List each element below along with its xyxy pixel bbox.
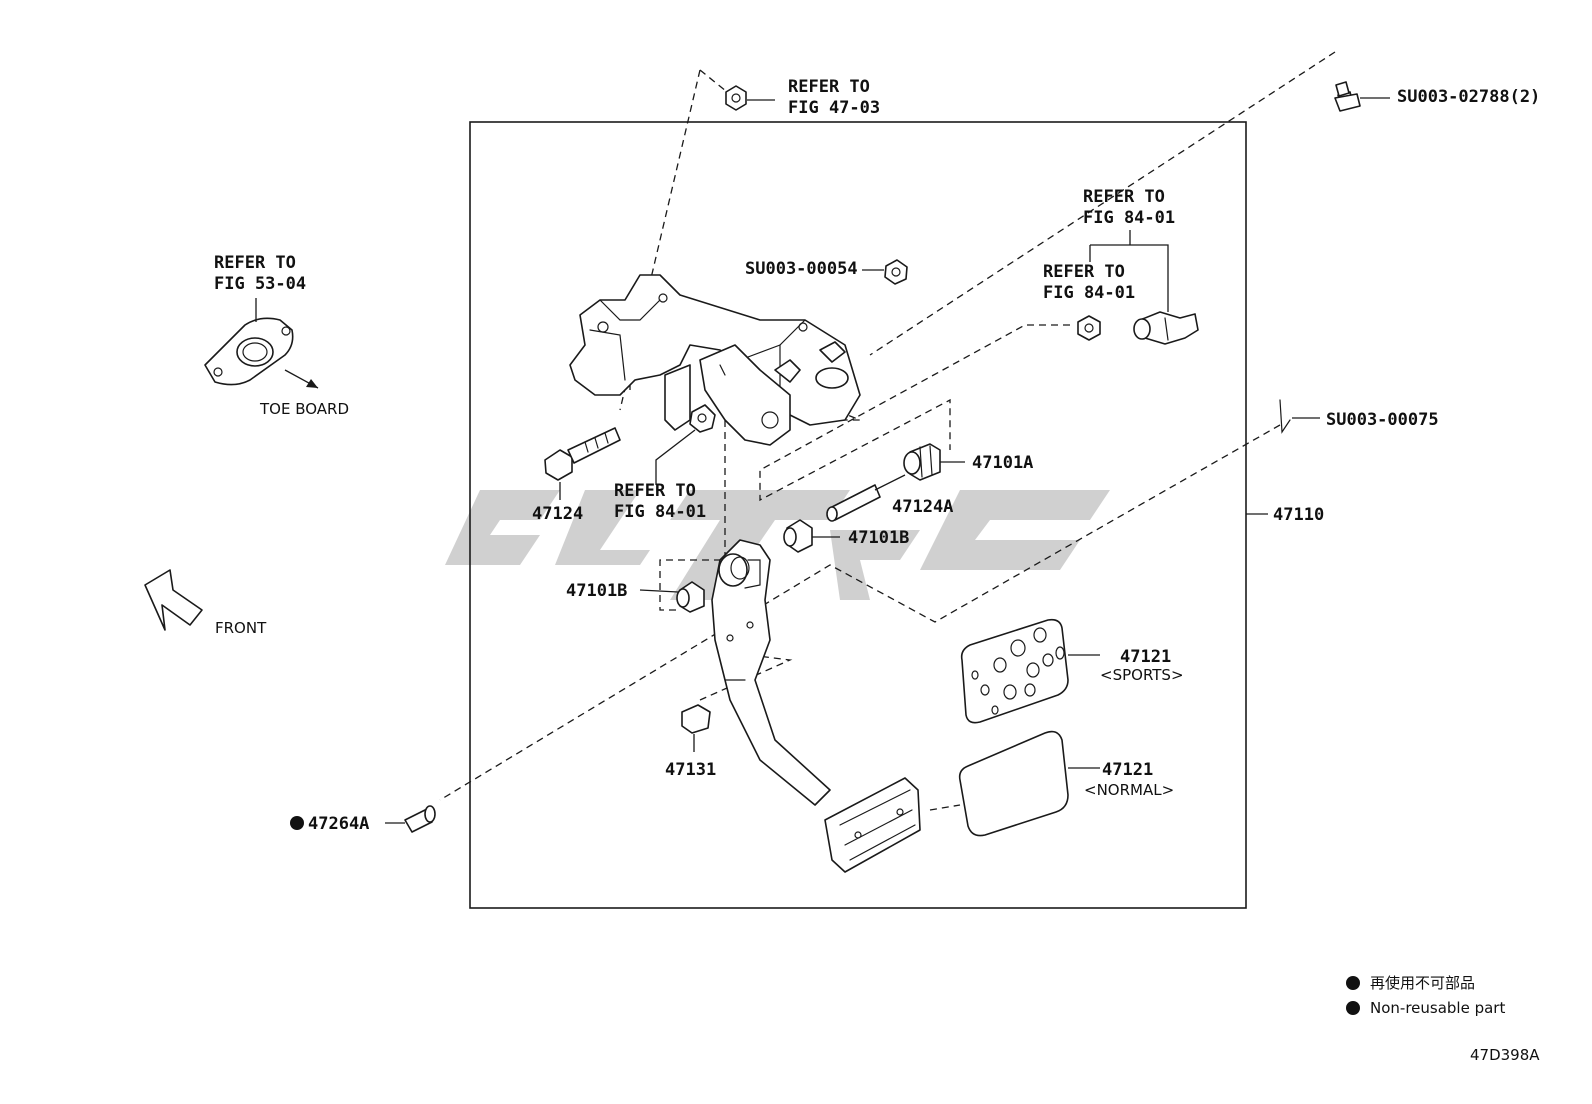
dashed-leaders	[439, 51, 1336, 831]
normal-variant-label: <NORMAL>	[1084, 781, 1174, 799]
watermark-logo	[445, 490, 1110, 600]
part-47101A-label: 47101A	[972, 453, 1033, 473]
clip-su003-00075-part	[1279, 399, 1320, 434]
part-47121-normal-label: 47121	[1102, 760, 1153, 780]
bushing-47101B-left-part	[639, 581, 705, 613]
refer-84-01-bracket-line1: REFER TO	[1043, 262, 1125, 282]
part-47124A-label: 47124A	[892, 497, 953, 517]
assembly-boundary	[469, 121, 1247, 909]
refer-47-03-line1: REFER TO	[788, 77, 870, 97]
refer-84-01-mid-line2: FIG 84-01	[614, 502, 706, 522]
nut-su003-00054-part	[862, 259, 908, 285]
part-47131-label: 47131	[665, 760, 716, 780]
toe-board-gasket-part	[204, 298, 319, 389]
bushing-47101B-right-part	[783, 519, 840, 553]
legend-dot-jp-icon	[1346, 976, 1360, 990]
part-47101B-right-label: 47101B	[848, 528, 909, 548]
front-label: FRONT	[215, 619, 267, 637]
nut-84-01-part	[1077, 315, 1101, 341]
labels: REFER TO FIG 47-03 REFER TO FIG 53-04 RE…	[214, 77, 1540, 834]
non-reusable-dot-icon	[290, 816, 304, 830]
collar-47124A-part	[826, 474, 906, 522]
su003-02788-label: SU003-02788(2)	[1397, 87, 1540, 107]
stop-lamp-switch-part	[1089, 230, 1199, 345]
bolt-su003-02788-part	[1334, 81, 1390, 112]
refer-84-01-top-line2: FIG 84-01	[1083, 208, 1175, 228]
part-47121-sports-label: 47121	[1120, 647, 1171, 667]
refer-84-01-mid-line1: REFER TO	[614, 481, 696, 501]
bushing-47101A-part	[903, 443, 965, 481]
refer-53-04-line1: REFER TO	[214, 253, 296, 273]
legend-en-text: Non-reusable part	[1370, 999, 1505, 1017]
refer-84-01-bracket-line2: FIG 84-01	[1043, 283, 1135, 303]
legend-dot-en-icon	[1346, 1001, 1360, 1015]
refer-84-01-top-line1: REFER TO	[1083, 187, 1165, 207]
bracket-nut-part	[689, 404, 716, 433]
part-47110-label: 47110	[1273, 505, 1324, 525]
pedal-pad-normal-part	[958, 730, 1100, 837]
leader-refer-84-01-mid	[655, 429, 696, 485]
refer-47-03-line2: FIG 47-03	[788, 98, 880, 118]
su003-00075-label: SU003-00075	[1326, 410, 1439, 430]
refer-53-04-line2: FIG 53-04	[214, 274, 306, 294]
diagram-id: 47D398A	[1470, 1046, 1540, 1064]
bolt-47124-part	[544, 427, 621, 500]
part-47264A-label: 47264A	[308, 814, 369, 834]
pedal-pad-sports-part	[960, 618, 1100, 724]
toe-board-label: TOE BOARD	[259, 400, 349, 418]
legend-jp-text: 再使用不可部品	[1370, 974, 1475, 992]
pin-47264A-part	[385, 805, 436, 833]
legend: 再使用不可部品 Non-reusable part	[1346, 974, 1505, 1017]
part-47101B-left-label: 47101B	[566, 581, 627, 601]
nut-47-03-part	[725, 85, 775, 111]
front-arrow-icon	[144, 569, 203, 631]
part-47124-label: 47124	[532, 504, 583, 524]
stopper-47131-part	[681, 704, 711, 752]
pedal-bracket-part	[569, 274, 861, 446]
su003-00054-label: SU003-00054	[745, 259, 858, 279]
sports-variant-label: <SPORTS>	[1100, 666, 1184, 684]
brake-pedal-arm-part	[711, 539, 921, 873]
